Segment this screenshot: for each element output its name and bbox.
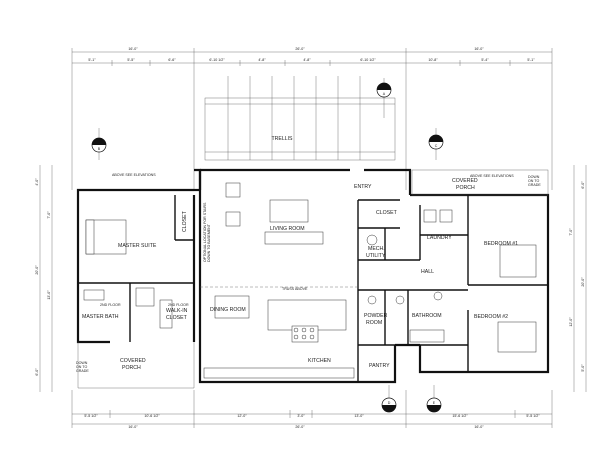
- grid-marker-north: A: [376, 78, 392, 118]
- dim-left-4: 13'-0": [47, 290, 51, 300]
- room-closet-center: CLOSET: [376, 210, 398, 216]
- dim-bottom-detail-2: 10'-6 1/2": [144, 414, 160, 418]
- dim-top-detail-8: 10'-8": [428, 58, 438, 62]
- dim-bottom-detail-7: 5'-5 1/2": [526, 414, 540, 418]
- exterior-walls: [76, 168, 550, 384]
- dim-left-1: 4'-0": [35, 178, 39, 186]
- dim-top-detail-9: 5'-4": [481, 58, 489, 62]
- room-pantry: PANTRY: [369, 363, 390, 369]
- room-bedroom-2: BEDROOM #2: [474, 314, 508, 320]
- dim-right-1: 6'-0": [581, 181, 585, 189]
- dim-bottom-overall-1: 16'-0": [128, 425, 138, 429]
- dim-top-detail-7: 6'-10 1/2": [360, 58, 376, 62]
- grid-marker-bottom-right-label: E: [433, 401, 436, 405]
- dim-right-4: 12'-0": [569, 317, 573, 327]
- top-dimensions: 16'-0" 26'-0" 16'-0" 5'-1" 5'-5" 6'-6" 6…: [71, 47, 553, 190]
- room-kitchen: KITCHEN: [308, 358, 331, 364]
- room-master-bath: MASTER BATH: [82, 314, 119, 320]
- dim-left-3: 20'-0": [35, 265, 39, 275]
- room-closet-left: CLOSET: [182, 210, 188, 232]
- right-dimensions: 6'-0" 7'-0" 20'-0" 12'-0" 5'-0": [569, 165, 587, 392]
- dim-top-detail-1: 5'-1": [88, 58, 96, 62]
- room-entry: ENTRY: [354, 184, 372, 190]
- dim-right-2: 7'-0": [569, 228, 573, 236]
- above-elev-right: ABOVE SEE ELEVATIONS: [470, 174, 514, 178]
- interior-walls: [78, 195, 548, 382]
- dim-left-5: 6'-0": [35, 368, 39, 376]
- bottom-dimensions: 5'-5 1/2" 10'-6 1/2" 12'-0" 3'-0" 13'-0"…: [71, 390, 553, 429]
- dim-top-overall-3: 16'-0": [474, 47, 484, 51]
- dim-bottom-overall-3: 16'-0": [474, 425, 484, 429]
- room-living-room: LIVING ROOM: [270, 226, 305, 232]
- dim-bottom-detail-3: 12'-0": [237, 414, 247, 418]
- grid-marker-right-label: C: [435, 144, 438, 148]
- dim-top-overall-2: 26'-0": [295, 47, 305, 51]
- room-mech-utility: MECH.UTILITY: [366, 246, 386, 259]
- grid-marker-north-label: A: [383, 92, 386, 96]
- above-elev-left: ABOVE SEE ELEVATIONS: [112, 173, 156, 177]
- room-hall: HALL: [421, 269, 434, 275]
- grid-marker-right: C: [428, 128, 444, 160]
- dim-top-detail-3: 6'-6": [168, 58, 176, 62]
- room-laundry: LAUNDRY: [427, 235, 452, 241]
- trellis-label: TRELLIS: [271, 136, 293, 142]
- dim-bottom-detail-1: 5'-5 1/2": [84, 414, 98, 418]
- dim-right-3: 20'-0": [581, 277, 585, 287]
- grid-marker-left: B: [91, 128, 107, 160]
- dim-top-detail-6: 4'-8": [303, 58, 311, 62]
- fixtures: [83, 182, 537, 379]
- room-labels: ENTRY MASTER SUITE CLOSET LIVING ROOM CL…: [82, 184, 518, 369]
- note-floor-1: 2ND FLOOR: [100, 303, 121, 307]
- trellis: TRELLIS: [204, 76, 396, 161]
- room-bedroom-1: BEDROOM #1: [484, 241, 518, 247]
- left-dimensions: 4'-0" 7'-0" 20'-0" 13'-0" 6'-0": [35, 165, 53, 392]
- grid-marker-bottom-right: E: [426, 385, 442, 413]
- room-bathroom: BATHROOM: [412, 313, 442, 319]
- note-floor-2: 2ND FLOOR: [168, 303, 189, 307]
- room-master-suite: MASTER SUITE: [118, 243, 157, 249]
- dim-top-overall-1: 16'-0": [128, 47, 138, 51]
- dim-right-5: 5'-0": [581, 364, 585, 372]
- dim-bottom-detail-6: 15'-6 1/2": [452, 414, 468, 418]
- dim-bottom-detail-5: 13'-0": [354, 414, 364, 418]
- note-truss-above: TRUSS ABOVE: [282, 287, 308, 291]
- note-optional-location: OPTIONAL LOCATION FOR STAIRSDOWN TO BASE…: [203, 202, 211, 262]
- dim-top-detail-5: 4'-8": [258, 58, 266, 62]
- room-dining-room: DINING ROOM: [210, 307, 246, 313]
- grid-marker-left-label: B: [98, 147, 101, 151]
- dim-bottom-overall-2: 26'-0": [295, 425, 305, 429]
- grid-marker-bottom-left: D: [381, 385, 397, 413]
- dim-top-detail-4: 6'-10 1/2": [209, 58, 225, 62]
- dim-bottom-detail-4: 3'-0": [297, 414, 305, 418]
- grid-marker-bottom-left-label: D: [388, 401, 391, 405]
- dim-top-detail-2: 5'-5": [127, 58, 135, 62]
- dim-top-detail-10: 5'-1": [527, 58, 535, 62]
- dim-left-2: 7'-0": [47, 211, 51, 219]
